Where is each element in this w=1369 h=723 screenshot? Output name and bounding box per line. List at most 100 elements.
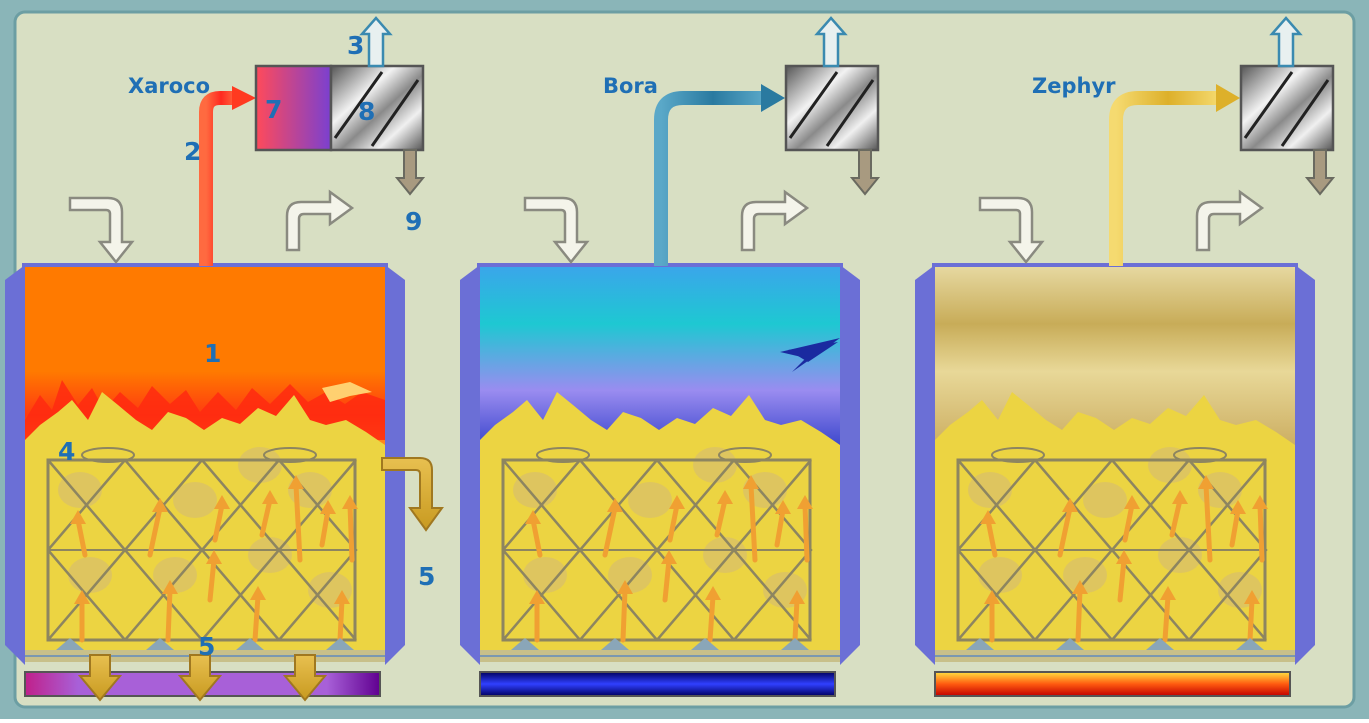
overflow-discharge-arrow <box>381 457 444 532</box>
flow-arrow <box>319 507 331 548</box>
bubble <box>1148 447 1192 483</box>
label-5-overflow: 5 <box>418 562 435 591</box>
flow-arrow <box>1247 597 1255 643</box>
air-inlet-arrow <box>978 196 1045 265</box>
flow-arrow-head <box>70 510 86 524</box>
flow-arrow-head <box>607 498 623 512</box>
unit-name-xaroco: Xaroco <box>128 74 210 98</box>
gas-vent-arrowhead <box>232 86 256 110</box>
heat-exchanger-mesh <box>956 458 1268 642</box>
bubble <box>1063 557 1107 593</box>
flow-arrow-head <box>1072 580 1088 594</box>
mesh-line <box>278 459 358 641</box>
mesh-line <box>46 459 126 641</box>
fines-arrow <box>394 149 426 196</box>
air-nozzle <box>1236 638 1264 650</box>
air-nozzle <box>146 638 174 650</box>
bubble <box>173 482 217 518</box>
flow-arrow <box>337 597 345 643</box>
flow-arrow <box>1162 593 1171 643</box>
flow-arrow-head <box>1252 495 1268 509</box>
heater-bar <box>479 671 836 697</box>
air-nozzle <box>326 638 354 650</box>
mesh-line <box>200 459 280 641</box>
exhaust-arrow <box>814 16 848 68</box>
air-outlet-arrow <box>1195 189 1265 252</box>
label-8-filter: 8 <box>358 97 375 126</box>
filter-stripe <box>1280 79 1330 147</box>
flow-arrow-head <box>342 495 358 509</box>
bottom-discharge-arrow <box>77 654 123 702</box>
bubble <box>968 472 1012 508</box>
flow-arrow <box>620 587 628 643</box>
flow-arrow <box>252 593 261 643</box>
fines-arrow <box>849 149 881 196</box>
flow-arrow-head <box>288 475 304 489</box>
exhaust-arrow <box>1269 16 1303 68</box>
flow-arrow-head <box>617 580 633 594</box>
filter-stripe <box>370 79 420 147</box>
bubble-ring <box>718 447 772 463</box>
bubble <box>513 472 557 508</box>
flow-arrow <box>259 497 273 538</box>
flow-arrow-head <box>743 475 759 489</box>
air-nozzle <box>511 638 539 650</box>
flow-arrow <box>1203 482 1213 563</box>
vessel-wall-right <box>1295 265 1315 665</box>
flow-arrow-head <box>1160 586 1176 600</box>
flow-arrow-head <box>334 590 350 604</box>
flow-arrow-head <box>214 495 230 509</box>
bubble-ring <box>991 447 1045 463</box>
flow-arrow-head <box>984 590 1000 604</box>
flow-arrow-head <box>1116 550 1132 564</box>
flow-arrow <box>347 502 355 563</box>
air-nozzle <box>781 638 809 650</box>
mesh-line <box>1188 459 1268 641</box>
flow-arrow <box>802 502 810 563</box>
flow-arrow <box>1169 497 1183 538</box>
flame-spark <box>322 382 372 402</box>
flow-arrow-head <box>775 500 791 514</box>
air-nozzle <box>966 638 994 650</box>
flow-arrow-head <box>1062 498 1078 512</box>
bubble-ring <box>536 447 590 463</box>
filter-stripe <box>788 71 839 139</box>
flow-arrow-head <box>1124 495 1140 509</box>
bubble <box>238 447 282 483</box>
air-nozzle <box>236 638 264 650</box>
bubble <box>608 557 652 593</box>
flow-arrow <box>530 517 543 558</box>
bubble-ring <box>263 447 317 463</box>
mesh-line <box>732 459 812 641</box>
vessel-wall-left <box>460 265 480 665</box>
label-9-fines: 9 <box>405 207 422 236</box>
bubble <box>68 557 112 593</box>
flow-arrow <box>662 557 672 603</box>
flow-arrow-head <box>661 550 677 564</box>
heat-exchanger-mesh <box>46 458 358 642</box>
flow-arrow <box>985 517 998 558</box>
filter-stripe <box>1243 71 1294 139</box>
mesh-line <box>277 459 357 641</box>
flow-arrow <box>748 482 758 563</box>
bubble <box>1083 482 1127 518</box>
flow-arrow-head <box>1230 500 1246 514</box>
flow-arrow-head <box>1198 475 1214 489</box>
bubble <box>523 557 567 593</box>
flow-arrow <box>1075 587 1083 643</box>
exhaust-arrow <box>359 16 393 68</box>
mesh-line <box>655 459 735 641</box>
fines-arrow <box>1304 149 1336 196</box>
mesh-line <box>956 459 1036 641</box>
flow-arrow-head <box>529 590 545 604</box>
unit-name-zephyr: Zephyr <box>1032 74 1116 98</box>
flow-arrow <box>667 502 680 543</box>
label-7-cooler: 7 <box>265 95 282 124</box>
bubble <box>978 557 1022 593</box>
flow-arrow-head <box>1244 590 1260 604</box>
flow-arrow-head <box>717 490 733 504</box>
label-4-bed: 4 <box>58 437 75 466</box>
flow-arrow-head <box>525 510 541 524</box>
